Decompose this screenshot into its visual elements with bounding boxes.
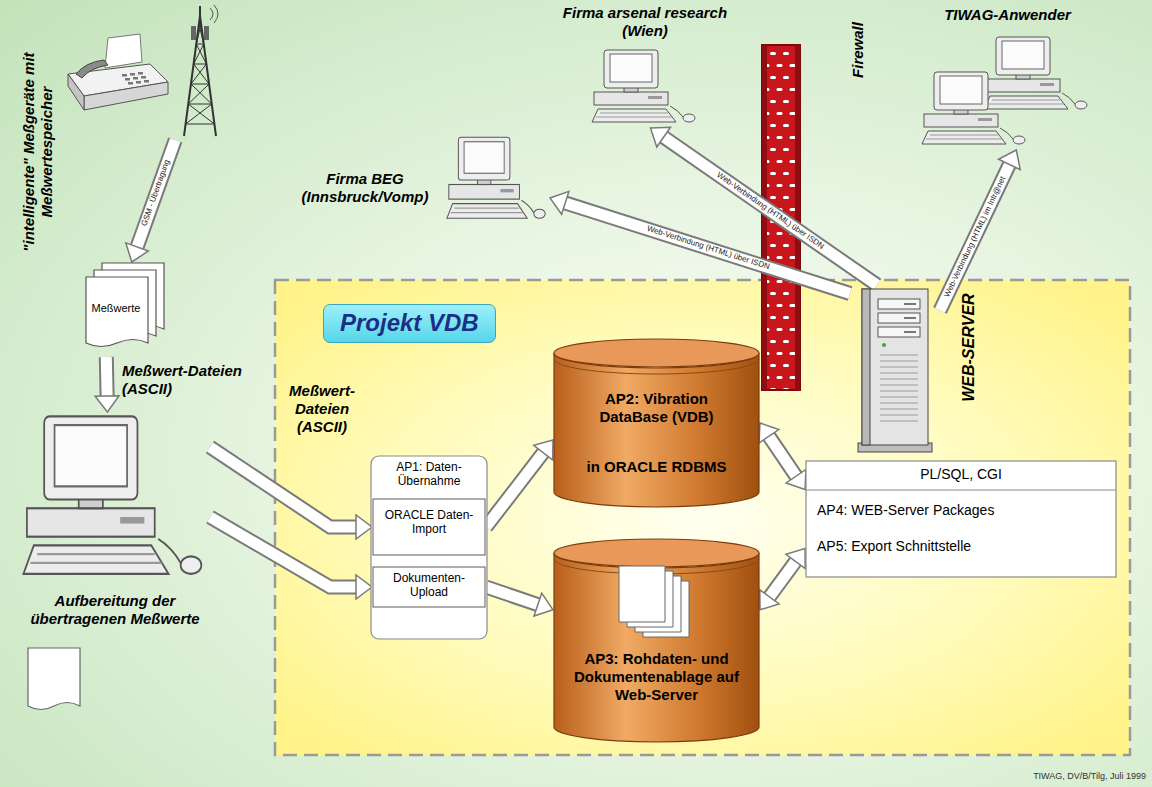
database-cylinder: AP2: Vibration DataBase (VDB) in ORACLE R… xyxy=(553,338,760,508)
process-box: Dokumenten-Upload xyxy=(372,566,486,608)
server-shape xyxy=(850,285,940,455)
document-icon xyxy=(28,648,80,710)
node-text: Dokumenten-Upload xyxy=(379,571,479,600)
workstation: Aufbereitung der übertragenen Meßwerte xyxy=(20,412,210,587)
client-pc-group: TIWAG-Anwender xyxy=(920,35,1095,150)
footer-note: TIWAG, DV/B/Tilg, Juli 1999 xyxy=(950,771,1146,782)
block-arrow xyxy=(126,140,175,262)
pc2-shape xyxy=(920,35,1095,150)
node-text: TIWAG-Anwender xyxy=(910,6,1105,24)
node-text: in ORACLE RDBMS xyxy=(563,458,750,476)
vertical-label: Firewall xyxy=(849,5,867,95)
block-arrow xyxy=(486,587,553,616)
document-stack: Meßwerte xyxy=(85,262,170,357)
node-text: PL/SQL, CGI xyxy=(805,466,1117,483)
pc-shape xyxy=(445,135,550,225)
storage-cylinder: AP3: Rohdaten- und Dokumentenablage auf … xyxy=(553,538,760,743)
block-arrow xyxy=(210,517,372,599)
pc-shape xyxy=(20,412,210,587)
vertical-label: "intelligente" Meßgeräte mit Meßwertespe… xyxy=(20,52,56,252)
node-text: AP5: Export Schnittstelle xyxy=(817,538,1107,555)
client-pc: Firma arsenal research (Wien) xyxy=(590,48,700,128)
title-badge: Projekt VDB xyxy=(323,304,496,343)
block-arrow xyxy=(940,150,1020,311)
process-box: AP1: Daten-ÜbernahmeORACLE Daten-ImportD… xyxy=(370,455,488,640)
node-text: AP3: Rohdaten- und Dokumentenablage auf … xyxy=(571,650,742,704)
measuring-device: "intelligente" Meßgeräte mit Meßwertespe… xyxy=(60,4,220,140)
node-text: Meßwerte xyxy=(87,302,145,315)
web-server: WEB-SERVER xyxy=(850,285,940,455)
annotation-label: Meßwert-Dateien (ASCII) xyxy=(280,382,364,436)
connector-label: GSM - Übertragung xyxy=(140,157,172,229)
block-arrow xyxy=(759,423,806,490)
node-text: Firma arsenal research (Wien) xyxy=(545,4,745,40)
fax-shape xyxy=(60,4,220,140)
vertical-label: WEB-SERVER xyxy=(958,280,977,415)
block-arrow xyxy=(486,440,553,527)
package-box: PL/SQL, CGI AP4: WEB-Server PackagesAP5: … xyxy=(805,460,1117,578)
project-region-ground xyxy=(275,280,1130,755)
node-text: ORACLE Daten-Import xyxy=(374,508,484,537)
block-arrow xyxy=(95,357,119,412)
node-text: AP1: Daten-Übernahme xyxy=(374,460,484,489)
client-pc: Firma BEG (Innsbruck/Vomp) xyxy=(445,135,550,225)
annotation-label: Meßwert-Dateien (ASCII) xyxy=(122,362,262,398)
pc-shape xyxy=(590,48,700,128)
node-text: AP4: WEB-Server Packages xyxy=(817,502,1107,519)
project-region: Projekt VDB AP1: Daten-ÜbernahmeORACLE Da… xyxy=(275,280,1130,755)
node-text: Firma BEG (Innsbruck/Vomp) xyxy=(290,170,440,206)
process-box: ORACLE Daten-Import xyxy=(372,498,486,556)
connector-label: Web-Verbindung (HTML) über ISDN xyxy=(644,224,773,272)
cyl3-shape xyxy=(553,538,760,743)
node-text: Aufbereitung der übertragenen Meßwerte xyxy=(5,592,225,628)
node-text: AP2: Vibration DataBase (VDB) xyxy=(586,390,727,426)
block-arrow xyxy=(760,549,805,610)
block-arrow xyxy=(550,191,850,293)
